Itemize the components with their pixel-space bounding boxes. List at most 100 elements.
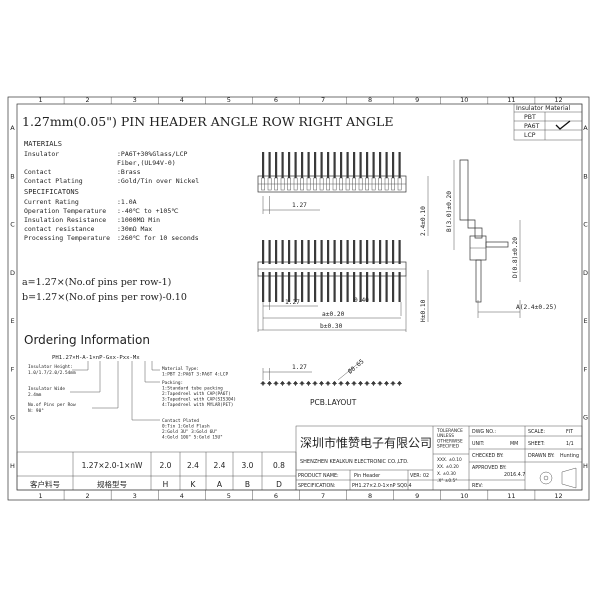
pin-front-down: [366, 272, 369, 302]
pcb-hole: [326, 381, 330, 385]
spec-table-cell: 2.4: [187, 461, 199, 470]
spec-table-cell: 3.0: [242, 461, 254, 470]
pin-top: [268, 152, 271, 178]
row-letter-right: F: [584, 365, 588, 373]
col-number-top: 8: [368, 96, 372, 104]
pin-top: [379, 152, 382, 178]
pin-front-up: [333, 240, 336, 264]
pin-front-down: [385, 272, 388, 302]
ordering-information: Ordering Information PH1.27×H-A-1×nP-Gxx…: [24, 333, 236, 441]
row-letter-right: H: [583, 462, 588, 470]
col-number-bottom: 7: [321, 492, 325, 500]
projection-circle-icon: [539, 471, 553, 485]
outer-border: [7, 96, 590, 501]
pin-top: [262, 152, 265, 178]
pin-top: [327, 152, 330, 178]
col-number-top: 6: [274, 96, 278, 104]
side-view: A(2.4±0.25) D(0.8)±0.20 B(3.0)±0.20: [446, 159, 557, 318]
spec-row-label: Insulation Resistance: [24, 216, 106, 224]
row-letter-left: C: [10, 221, 15, 229]
row-letter-right: C: [583, 221, 588, 229]
checked-label: CHECKED BY:: [472, 453, 504, 459]
spec-table-cell: 2.4: [214, 461, 226, 470]
pin-front-up: [307, 240, 310, 264]
product-label: PRODUCT NAME:: [298, 473, 339, 479]
pin-top: [288, 152, 291, 178]
pin-front-up: [268, 240, 271, 264]
spec-value: PH1.27×2.0-1×nP SQ0.4: [352, 483, 412, 489]
pin-front-down: [320, 272, 323, 302]
row-letter-left: F: [11, 365, 15, 373]
dim-a-pitch: 1.27: [285, 299, 300, 306]
col-number-top: 12: [554, 96, 562, 104]
pcb-hole-dim: Ø0.65: [346, 357, 366, 375]
pin-front-up: [379, 240, 382, 264]
spec-row-value: :260℃ for 10 seconds: [117, 234, 199, 242]
tolerance-value: XXX. ±0.10: [437, 457, 462, 463]
materials-heading: MATERIALS: [24, 140, 62, 148]
formula-b: b=1.27×(No.of pins per row)-0.10: [22, 292, 187, 303]
pcb-hole: [378, 381, 382, 385]
dim-gap: 0.40: [354, 297, 369, 304]
pin-top: [333, 152, 336, 178]
tolerance-label: OTHERWISE: [437, 438, 463, 444]
dim-b: B(3.0)±0.20: [446, 191, 453, 232]
pin-front-up: [327, 240, 330, 264]
company-name-cn: 深圳市惟赞电子有限公司: [300, 435, 432, 450]
pin-top: [346, 152, 349, 178]
unit-label: UNIT:: [472, 441, 485, 447]
col-number-top: 10: [460, 96, 468, 104]
pin-front-up: [294, 240, 297, 264]
row-letter-left: B: [10, 172, 14, 180]
dim-h: H±0.10: [420, 299, 427, 322]
material-label: Contact Plating: [24, 177, 83, 185]
col-number-top: 7: [321, 96, 325, 104]
pin-front-down: [327, 272, 330, 302]
ordering-note: Insulator Height:: [28, 364, 73, 370]
pin-front-down: [353, 272, 356, 302]
spec-row-label: Processing Temperature: [24, 234, 110, 242]
material-type-note: 1:PBT 2:PA6T 3:PA6T 4:LCP: [162, 372, 228, 378]
title-block: 深圳市惟赞电子有限公司 SHENZHEN KEALKUN ELECTRONIC …: [295, 425, 583, 491]
pin-front-up: [385, 240, 388, 264]
pin-top: [320, 152, 323, 178]
col-number-bottom: 8: [368, 492, 372, 500]
pcb-hole: [306, 381, 311, 385]
pin-front-up: [314, 240, 317, 264]
spec-table-header: 规格型号: [97, 479, 127, 489]
pin-front-down: [398, 272, 401, 302]
spec-table-header: B: [245, 480, 250, 489]
pin-front-down: [288, 272, 291, 302]
tolerance-label: UNLESS: [437, 433, 454, 439]
materials-section: MATERIALS Insulator:PA6T+30%Glass/LCPFib…: [24, 140, 199, 242]
sheet-value: 1/1: [566, 441, 574, 447]
spec-label: SPECIFICATION:: [298, 483, 336, 489]
top-view-header: 1.27: [257, 152, 407, 214]
packing-note: 2:Tapedreel with CAP(PA6T): [162, 391, 231, 397]
pcb-hole: [352, 381, 356, 385]
spec-table-cell: 2.0: [160, 461, 172, 470]
col-number-bottom: 5: [227, 492, 231, 500]
col-number-bottom: 2: [86, 492, 90, 500]
pin-top: [275, 152, 278, 178]
pin-top: [307, 152, 310, 178]
spec-table-header: K: [191, 480, 197, 489]
col-number-top: 4: [180, 96, 184, 104]
material-value: :Gold/Tin over Nickel: [117, 177, 199, 185]
pin-top: [359, 152, 362, 178]
pin-front-down: [268, 272, 271, 302]
material-value: Fiber,(UL94V-0): [117, 159, 176, 167]
ordering-note: N: 90°: [28, 408, 44, 414]
pcb-hole: [313, 381, 317, 385]
pin-front-down: [307, 272, 310, 302]
dwg-no-label: DWG NO.:: [472, 429, 496, 435]
col-number-bottom: 6: [274, 492, 278, 500]
ordering-code: PH1.27×H-A-1×nP-Gxx-Pxx-Mx: [52, 355, 140, 361]
insulator-table-header: Insulator Material: [516, 105, 571, 112]
pin-front-up: [353, 240, 356, 264]
col-number-bottom: 9: [415, 492, 419, 500]
pin-front-up: [346, 240, 349, 264]
